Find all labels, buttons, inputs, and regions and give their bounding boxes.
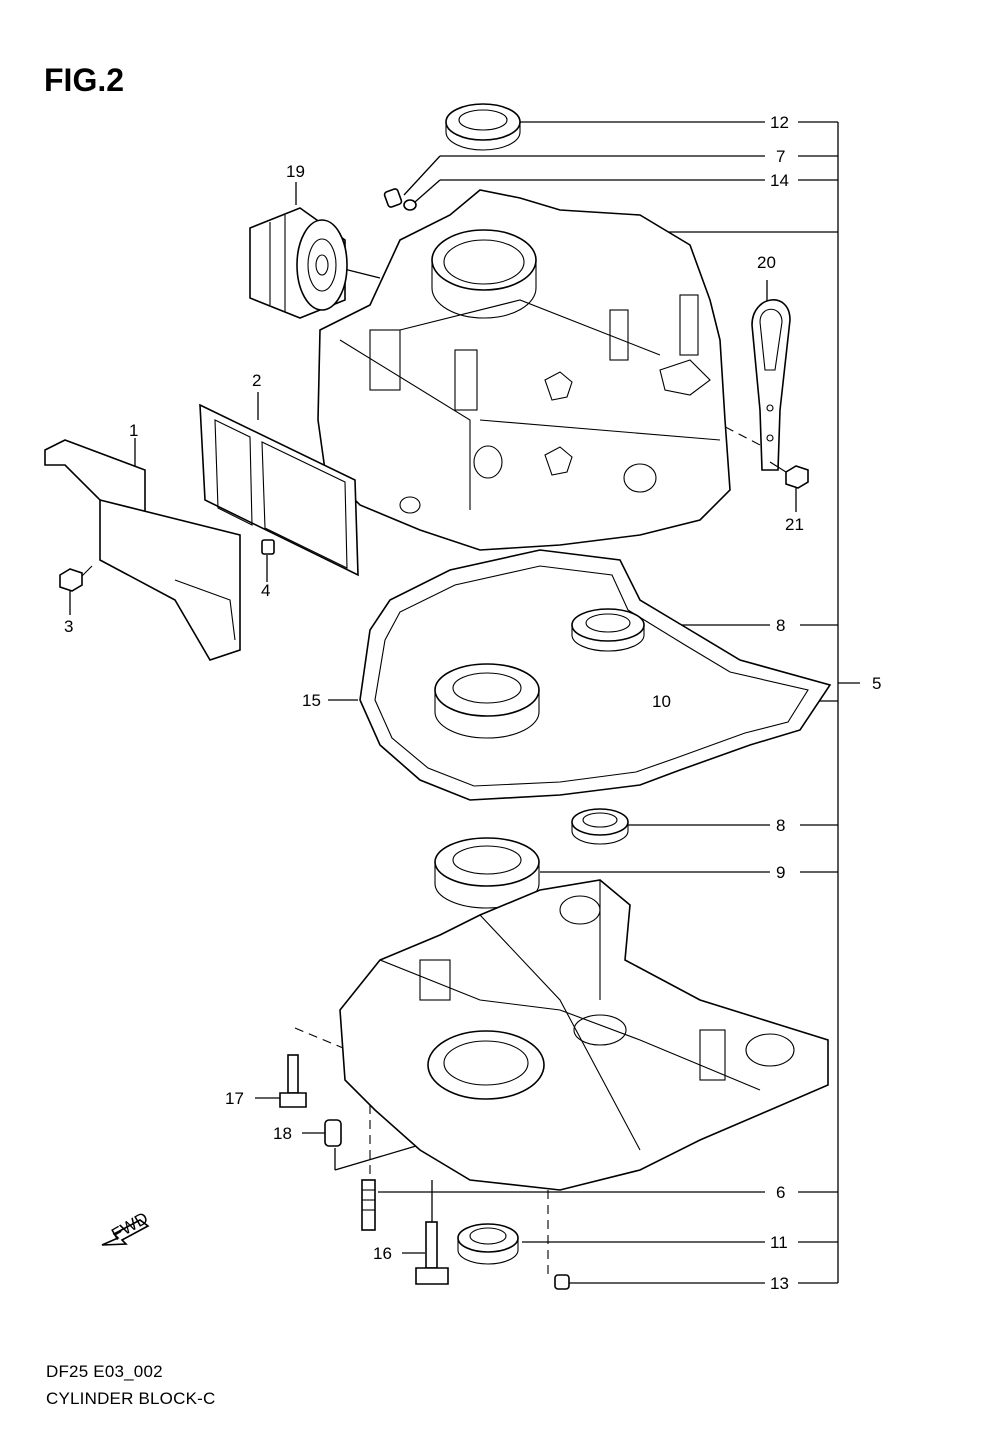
bearing-8-upper [571, 608, 645, 652]
bolt-16 [415, 1221, 449, 1285]
callout-18: 18 [273, 1124, 292, 1143]
oil-seal-12 [445, 103, 521, 151]
dowel-pin-18 [324, 1119, 342, 1147]
callout-6: 6 [776, 1183, 785, 1202]
gasket-2 [199, 403, 359, 577]
figure-name: CYLINDER BLOCK-C [46, 1389, 216, 1408]
fwd-arrow-icon: FWD [101, 1208, 151, 1246]
stud-6 [361, 1179, 376, 1231]
callout-3: 3 [64, 617, 73, 636]
callout-8-lower: 8 [776, 816, 785, 835]
callout-9: 9 [776, 863, 785, 882]
bracket-1 [44, 439, 241, 661]
bearing-8-lower [571, 808, 629, 845]
callout-14: 14 [770, 171, 789, 190]
bearing-9 [434, 837, 540, 909]
plug-14 [403, 199, 417, 211]
oil-filter-19 [249, 207, 348, 319]
callout-4: 4 [261, 581, 270, 600]
lifting-eye-20 [751, 299, 791, 471]
leader-lines [69, 121, 860, 1284]
callout-11: 11 [770, 1233, 788, 1252]
plug-13 [554, 1274, 570, 1290]
callout-20: 20 [757, 253, 776, 272]
bolt-3 [59, 565, 93, 592]
callout-2: 2 [252, 371, 261, 390]
svg-text:FWD: FWD [108, 1208, 151, 1244]
bearing-10 [434, 663, 540, 739]
figure-title: FIG.2 [44, 62, 125, 98]
callout-13: 13 [770, 1274, 789, 1293]
model-code: DF25 E03_002 [46, 1362, 163, 1381]
dowel-pin-4 [261, 539, 275, 555]
crankcase-6 [339, 879, 829, 1191]
callout-17: 17 [225, 1089, 244, 1108]
bolt-21 [769, 461, 809, 489]
callout-12: 12 [770, 113, 789, 132]
callout-7: 7 [776, 147, 785, 166]
callout-15: 15 [302, 691, 321, 710]
callout-21: 21 [785, 515, 804, 534]
oil-seal-11 [457, 1223, 519, 1265]
callout-5: 5 [872, 674, 881, 693]
cylinder-block [317, 189, 731, 551]
callout-10: 10 [652, 692, 671, 711]
callout-8-upper: 8 [776, 616, 785, 635]
callout-labels: 12 7 14 19 20 2 1 21 4 3 8 5 15 10 8 9 1… [64, 113, 881, 1293]
gasket-15 [359, 549, 832, 801]
callout-1: 1 [129, 421, 138, 440]
bolt-17 [279, 1054, 307, 1108]
callout-19: 19 [286, 162, 305, 181]
callout-16: 16 [373, 1244, 392, 1263]
plug-7 [383, 188, 403, 208]
